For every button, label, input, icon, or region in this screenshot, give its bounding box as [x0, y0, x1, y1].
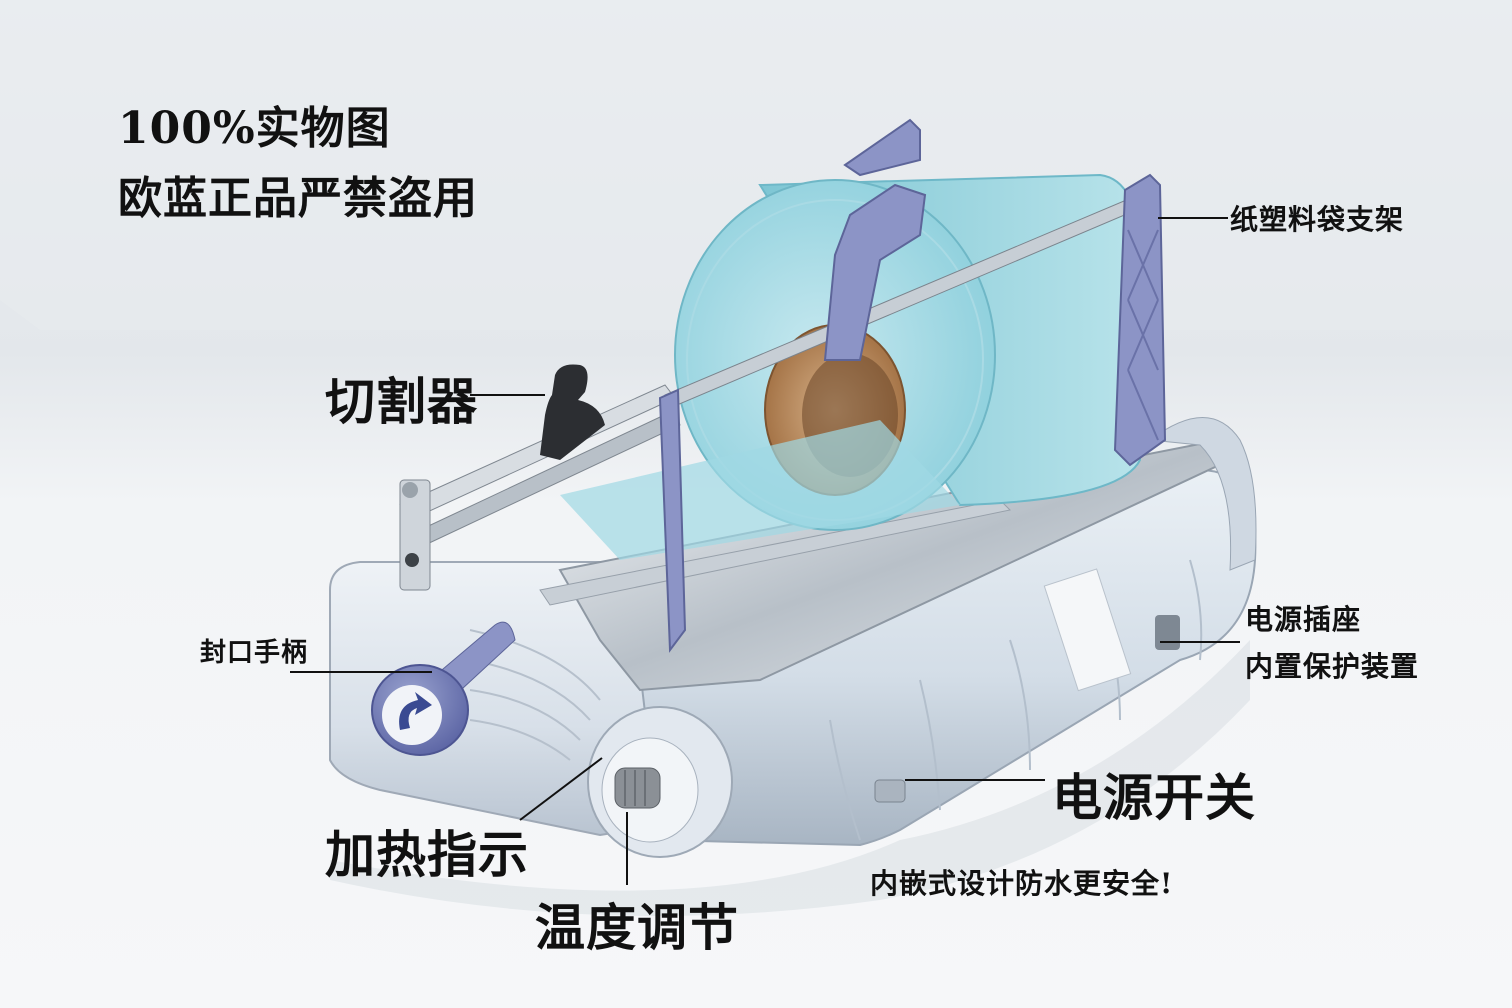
callout-lines — [290, 217, 1240, 885]
callout-power-switch: 电源开关 — [1052, 768, 1256, 827]
floor-shadow — [330, 640, 1250, 916]
roll-clip — [823, 183, 927, 361]
cutter-handle — [540, 364, 605, 460]
sealer-machine — [329, 118, 1257, 858]
bracket-lattice — [1127, 229, 1159, 441]
cutter-assembly — [399, 364, 681, 591]
callout-power-socket: 电源插座 — [1245, 603, 1362, 636]
header-line-1: 100%实物图 — [118, 103, 391, 154]
callout-heating-indicator: 加热指示 — [325, 825, 529, 884]
right-bracket — [1113, 173, 1167, 467]
power-socket-slot — [1155, 615, 1180, 650]
bag-holder-brackets — [658, 118, 1167, 653]
power-switch — [874, 779, 906, 803]
pouch-film — [560, 420, 960, 560]
callout-sealing-handle: 封口手柄 — [200, 638, 309, 668]
spec-sticker — [1043, 568, 1132, 692]
callout-cutter: 切割器 — [325, 372, 478, 431]
callout-embedded-design: 内嵌式设计防水更安全! — [870, 867, 1174, 900]
header-line-2: 欧蓝正品严禁盗用 — [118, 173, 478, 224]
callout-temperature-control: 温度调节 — [535, 898, 739, 957]
left-post — [658, 388, 687, 653]
callout-bag-holder: 纸塑料袋支架 — [1230, 203, 1405, 236]
callout-built-in-protection: 内置保护装置 — [1245, 650, 1420, 683]
temperature-dial — [587, 706, 733, 858]
sealing-handle — [371, 621, 516, 756]
right-end-cap — [1148, 417, 1257, 571]
arrow-icon — [399, 692, 432, 730]
